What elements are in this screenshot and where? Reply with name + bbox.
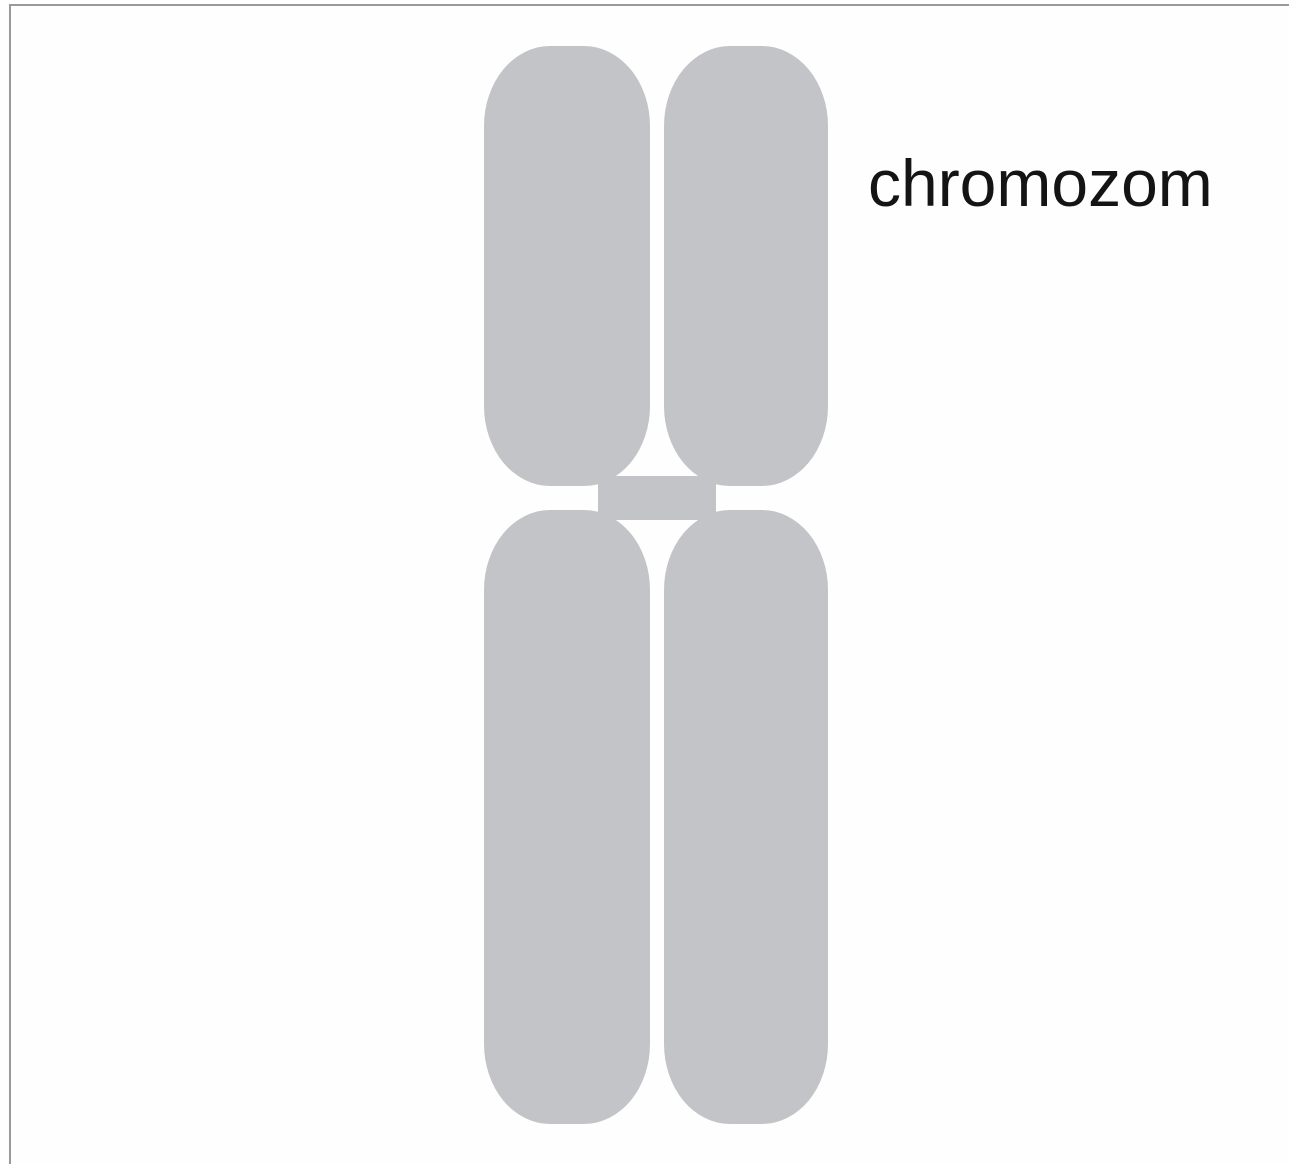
chromosome-label: chromozom: [868, 150, 1213, 216]
chromatid-gap-lower: [651, 520, 663, 1124]
chromosome: [484, 46, 828, 1124]
centromere: [598, 476, 716, 520]
chromatid-left-lower-arm: [484, 510, 650, 1124]
chromatid-left-upper-arm: [484, 46, 650, 486]
chromatid-right-upper-arm: [664, 46, 828, 486]
chromatid-gap-upper: [651, 46, 663, 474]
chromatid-right-lower-arm: [664, 510, 828, 1124]
